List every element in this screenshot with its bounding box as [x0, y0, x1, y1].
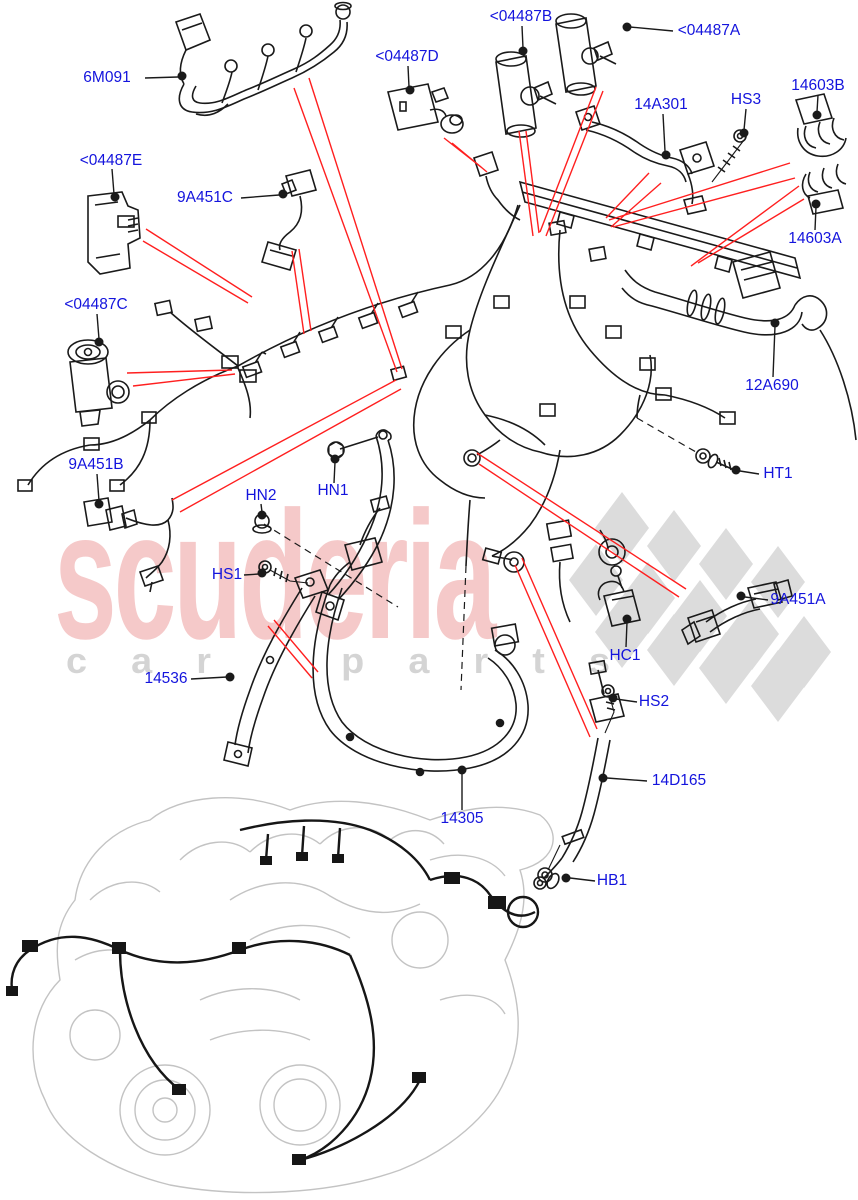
part-drawing-9A451B — [83, 497, 174, 593]
engine-ghost-drawing — [32, 797, 554, 1194]
leader-dot-HS2 — [608, 693, 618, 703]
part-label-HB1[interactable]: HB1 — [596, 872, 628, 889]
leader-dot-14305 — [457, 765, 467, 775]
leader-dot-04487E — [110, 192, 120, 202]
leader-line-HS1 — [243, 573, 260, 576]
leader-line-14603A — [814, 206, 817, 231]
part-label-14305[interactable]: 14305 — [440, 810, 484, 827]
red-pointer-lines — [126, 77, 805, 738]
leader-dot-14603A — [811, 199, 821, 209]
leader-line-14D165 — [606, 777, 648, 782]
leader-dot-HB1 — [561, 873, 571, 883]
part-drawing-04487A — [555, 13, 617, 96]
leader-dot-14603B — [812, 110, 822, 120]
part-drawing-14D165 — [533, 659, 625, 890]
part-label-04487C[interactable]: <04487C — [64, 296, 128, 313]
part-drawing-14603A — [801, 163, 847, 215]
part-label-04487E[interactable]: <04487E — [79, 152, 143, 169]
leader-dot-9A451C — [278, 189, 288, 199]
part-label-14D165[interactable]: 14D165 — [651, 772, 707, 789]
part-label-6M091[interactable]: 6M091 — [83, 69, 131, 86]
part-drawing-04487B — [495, 51, 557, 138]
part-drawing-6M091 — [174, 1, 352, 117]
leader-dot-HT1 — [731, 465, 741, 475]
leader-line-HB1 — [569, 877, 596, 882]
leader-line-14A301 — [662, 113, 666, 152]
leader-dot-04487B — [518, 46, 528, 56]
part-drawing-04487D — [387, 83, 464, 134]
part-label-HN2[interactable]: HN2 — [245, 487, 277, 504]
leader-dot-HS3 — [739, 128, 749, 138]
leader-dot-HC1 — [622, 614, 632, 624]
leader-line-04487D — [407, 65, 410, 88]
leader-dot-6M091 — [177, 71, 187, 81]
leader-line-04487E — [111, 168, 115, 195]
part-drawing-04487E — [87, 191, 141, 275]
checkered-flag-watermark — [569, 492, 831, 722]
watermark-brand: scuderia — [54, 473, 496, 677]
part-label-HT1[interactable]: HT1 — [763, 465, 793, 482]
leader-dot-9A451B — [94, 499, 104, 509]
leader-line-14603B — [816, 94, 819, 113]
leader-dot-HN1 — [330, 454, 340, 464]
part-drawing-9A451A — [681, 579, 793, 646]
part-label-14603B[interactable]: 14603B — [791, 77, 845, 94]
leader-line-12A690 — [772, 325, 776, 378]
part-drawing-14603B — [794, 93, 847, 158]
part-label-14A301[interactable]: 14A301 — [634, 96, 688, 113]
part-drawing-HC1 — [597, 565, 641, 627]
part-label-14536[interactable]: 14536 — [144, 670, 188, 687]
part-label-HC1[interactable]: HC1 — [609, 647, 641, 664]
leader-line-HS2 — [615, 698, 638, 703]
leader-line-04487A — [629, 26, 674, 32]
leader-line-HS3 — [743, 108, 747, 131]
leader-dot-HS1 — [257, 568, 267, 578]
leader-dot-04487C — [94, 337, 104, 347]
leader-line-HT1 — [739, 470, 760, 475]
leader-dot-HN2 — [257, 510, 267, 520]
part-label-04487D[interactable]: <04487D — [375, 48, 439, 65]
leader-line-9A451B — [96, 473, 100, 502]
leader-line-HC1 — [625, 621, 628, 648]
leader-line-6M091 — [144, 76, 179, 79]
leader-line-04487B — [521, 25, 524, 49]
leader-dot-9A451A — [736, 591, 746, 601]
part-label-9A451A[interactable]: 9A451A — [770, 591, 826, 608]
part-label-9A451C[interactable]: 9A451C — [176, 189, 234, 206]
part-label-9A451B[interactable]: 9A451B — [68, 456, 124, 473]
leader-line-HN1 — [333, 461, 336, 484]
part-drawing-HT1 — [695, 448, 733, 471]
part-label-04487A[interactable]: <04487A — [677, 22, 741, 39]
leader-dot-14A301 — [661, 150, 671, 160]
part-drawing-04487C — [67, 339, 130, 427]
leader-dot-14D165 — [598, 773, 608, 783]
leader-line-9A451C — [240, 194, 280, 199]
leader-line-14536 — [190, 676, 228, 680]
part-drawing-14305 — [312, 495, 529, 777]
part-drawing-HB1 — [537, 844, 561, 890]
leader-dot-04487D — [405, 85, 415, 95]
part-label-04487B[interactable]: <04487B — [489, 8, 553, 25]
part-label-12A690[interactable]: 12A690 — [745, 377, 799, 394]
leader-dot-04487A — [622, 22, 632, 32]
part-label-HS2[interactable]: HS2 — [638, 693, 670, 710]
leader-line-04487C — [96, 313, 100, 340]
part-label-HS3[interactable]: HS3 — [730, 91, 762, 108]
part-drawing-14A301 — [574, 104, 716, 215]
engine-harness-overlay — [6, 819, 540, 1165]
part-label-HS1[interactable]: HS1 — [211, 566, 243, 583]
leader-dot-14536 — [225, 672, 235, 682]
leader-dot-12A690 — [770, 318, 780, 328]
part-label-HN1[interactable]: HN1 — [317, 482, 349, 499]
part-label-14603A[interactable]: 14603A — [788, 230, 842, 247]
dashed-reference-lines — [263, 417, 697, 691]
leader-line-9A451A — [744, 596, 769, 601]
